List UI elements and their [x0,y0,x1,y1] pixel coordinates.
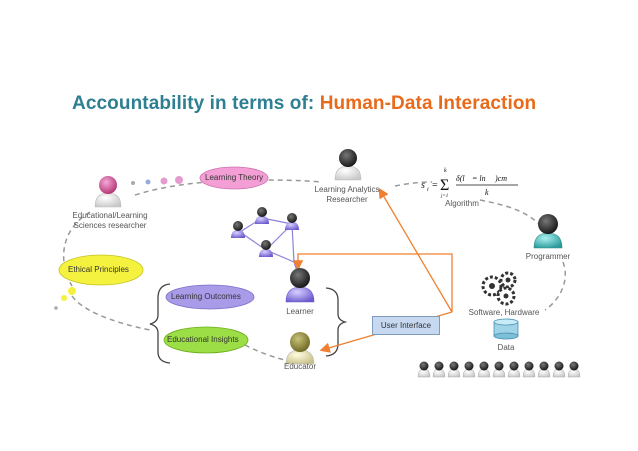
formula-sum: Σ [440,177,449,194]
learner-label: Learner [286,307,314,316]
crowd-person-icon [552,361,566,378]
small-learner-icons [231,207,299,257]
formula-numerator-rest: = ln [472,174,486,183]
algorithm-formula: s i = Σ k j=1 δ(l = ln )cm k [421,168,518,199]
analytics-researcher-person-icon [334,149,362,181]
educational-insights-bubble [163,326,249,354]
learning-theory-bubble [199,166,269,190]
formula-denominator: k [485,188,489,197]
crowd-person-icon [537,361,551,378]
programmer-person-icon [533,214,563,249]
programmer-label: Programmer [525,252,571,261]
thought-dots-top [131,176,183,185]
learner-person-icon [285,268,315,303]
software-hardware-label: Software, Hardware [468,308,540,317]
analytics-researcher-label: Learning Analytics Researcher [314,185,380,204]
crowd-person-icon [492,361,506,378]
ethical-principles-label: Ethical Principles [68,265,129,274]
right-brace [325,287,348,357]
crowd-person-icon [432,361,446,378]
database-icon [493,318,519,340]
educational-insights-label: Educational Insights [167,335,239,344]
formula-lhs: s [421,180,425,191]
crowd-person-icon [567,361,581,378]
title-highlight: Human-Data Interaction [319,93,537,114]
title-prefix: Accountability in terms of: [72,93,315,114]
formula-numerator: δ(l [456,174,465,183]
data-label: Data [497,343,515,352]
formula-equals: = [432,180,438,191]
thought-dots-left [54,287,76,310]
crowd-person-icon [477,361,491,378]
learning-theory-label: Learning Theory [205,173,264,182]
crowd-person-icon [462,361,476,378]
learning-outcomes-label: Learning Outcomes [171,292,241,301]
formula-numerator-end: )cm [494,174,507,183]
algorithm-label: Algorithm [445,199,479,208]
left-brace [149,283,171,364]
formula-lhs-sub: i [427,187,429,193]
user-interface-box: User Interface [372,316,440,335]
page-title: Accountability in terms of: Human-Data I… [72,93,536,115]
educational-researcher-person-icon [94,176,122,208]
formula-sum-bottom: j=1 [440,194,448,199]
educator-label: Educator [283,362,317,371]
crowd-person-icon [507,361,521,378]
learning-outcomes-bubble [165,284,255,310]
gears-icon [481,271,517,306]
crowd-person-icon [417,361,431,378]
educator-person-icon [285,332,315,365]
crowd-icons [417,361,581,378]
formula-sum-top: k [444,168,447,174]
crowd-person-icon [522,361,536,378]
educational-researcher-label: Educational/Learning Sciences researcher [72,211,148,230]
ethical-principles-bubble [58,254,144,286]
crowd-person-icon [447,361,461,378]
